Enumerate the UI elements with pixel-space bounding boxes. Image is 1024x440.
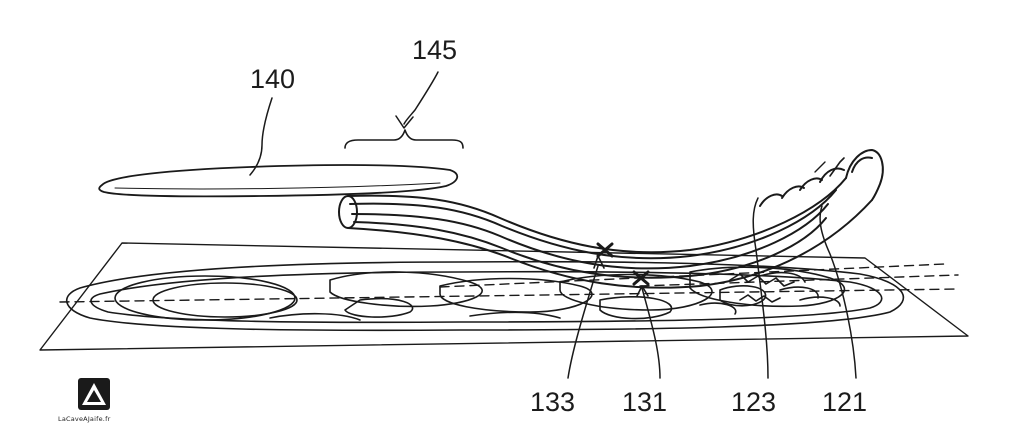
marker-x-131 bbox=[632, 270, 650, 286]
label-133: 133 bbox=[530, 387, 575, 417]
reference-axis-lines bbox=[59, 263, 959, 303]
bracket-145 bbox=[344, 129, 464, 149]
leader-lines bbox=[249, 71, 857, 379]
curved-bands bbox=[338, 149, 884, 289]
label-140: 140 bbox=[250, 64, 295, 94]
marker-arrows bbox=[593, 255, 649, 297]
label-145: 145 bbox=[412, 35, 457, 65]
foot-outline bbox=[65, 260, 904, 332]
watermark-text: LaCaveAJaife.fr bbox=[58, 415, 111, 423]
watermark-logo bbox=[78, 378, 110, 410]
insole-140 bbox=[98, 164, 459, 198]
base-sheet bbox=[39, 242, 969, 351]
label-121: 121 bbox=[822, 387, 867, 417]
label-131: 131 bbox=[622, 387, 667, 417]
label-123: 123 bbox=[731, 387, 776, 417]
marker-x-133 bbox=[596, 242, 614, 258]
